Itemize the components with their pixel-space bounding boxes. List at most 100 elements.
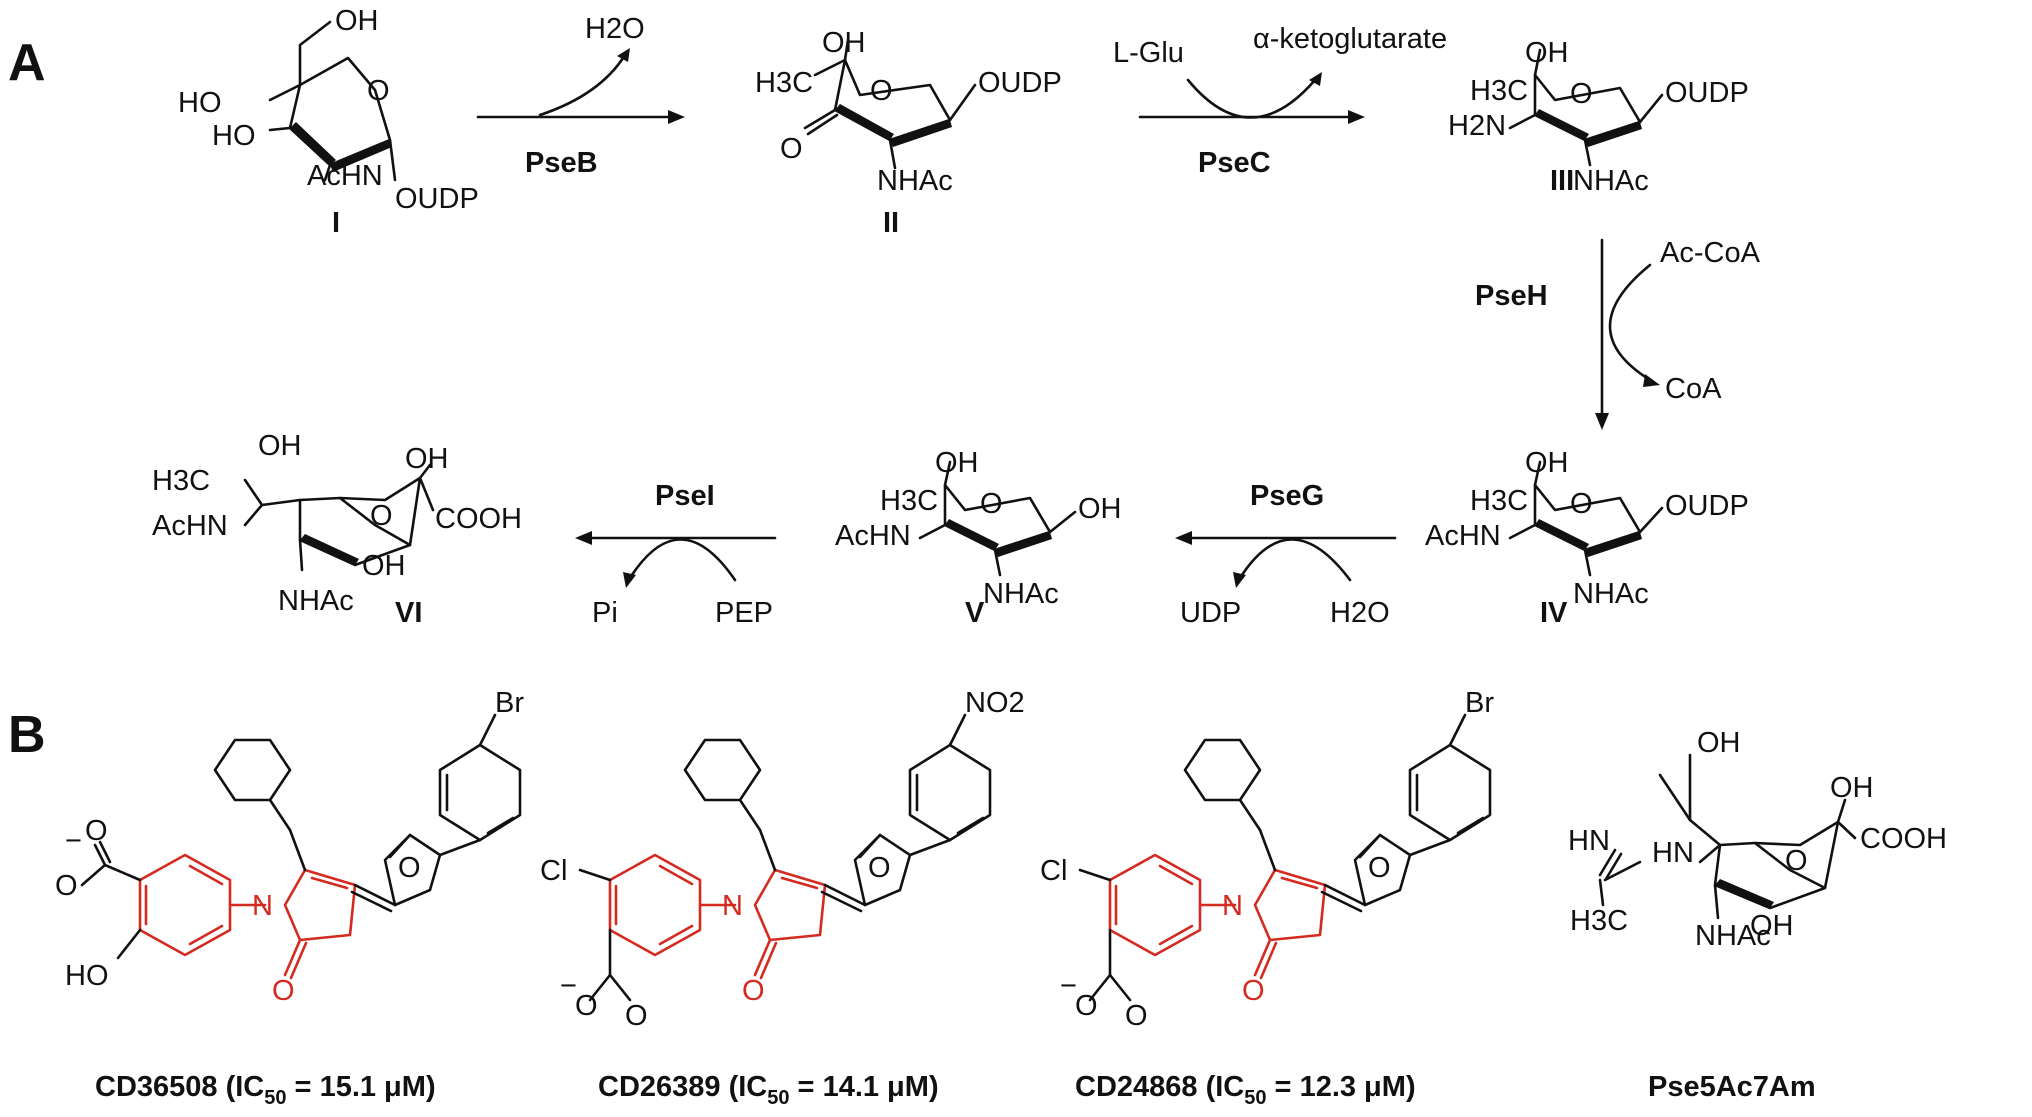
svg-text:NHAc: NHAc [1573,165,1649,197]
svg-text:N: N [722,890,743,922]
compound-cd36508-structure: Br N O O O − O HO [55,687,524,1007]
svg-text:Cl: Cl [540,855,567,887]
enzyme-pseb: PseB [525,147,598,179]
svg-text:O: O [55,870,78,902]
svg-text:H3C: H3C [152,465,210,497]
svg-text:OUDP: OUDP [1665,490,1749,522]
svg-text:O: O [1125,1000,1148,1032]
svg-text:O: O [575,990,598,1022]
svg-text:NHAc: NHAc [877,165,953,197]
svg-text:AcHN: AcHN [1425,520,1501,552]
svg-text:N: N [1222,890,1243,922]
compound-V-structure: H3C AcHN OH O OH NHAc [835,447,1122,610]
svg-text:−: − [65,825,82,857]
reaction-arrow-pseh [1595,238,1660,430]
cofactor-out-pi: Pi [592,597,618,629]
compound-III-structure: H3C H2N OH O NHAc OUDP [1448,37,1749,197]
svg-text:H3C: H3C [755,67,813,99]
enzyme-psec: PseC [1198,147,1271,179]
svg-text:OUDP: OUDP [1665,77,1749,109]
enzyme-psei: PseI [655,480,715,512]
svg-text:NHAc: NHAc [1695,920,1771,952]
svg-text:NHAc: NHAc [278,585,354,617]
svg-text:O: O [272,975,295,1007]
cofactor-out-coa: CoA [1665,373,1722,405]
svg-text:O: O [1242,975,1265,1007]
svg-text:AcHN: AcHN [307,160,383,192]
compound-VI-structure: OH H3C AcHN O OH COOH OH NHAc [152,430,522,617]
svg-text:O: O [85,815,108,847]
svg-text:O: O [1785,845,1808,877]
svg-text:OUDP: OUDP [978,67,1062,99]
compound-IV-structure: H3C AcHN OH O NHAc OUDP [1425,447,1749,610]
panel-b-label: B [8,706,46,764]
svg-text:OH: OH [405,443,449,475]
svg-text:HO: HO [178,87,222,119]
svg-text:H3C: H3C [1570,905,1628,937]
reaction-arrow-pseb [476,48,685,124]
svg-text:NHAc: NHAc [1573,578,1649,610]
svg-text:O: O [398,852,421,884]
svg-text:HN: HN [1652,837,1694,869]
svg-text:OH: OH [1830,772,1874,804]
compound-label-V: V [965,597,985,629]
svg-text:O: O [1368,852,1391,884]
compound-I-structure: OH HO HO O AcHN OUDP [178,5,479,215]
svg-text:COOH: COOH [435,503,522,535]
svg-text:H3C: H3C [1470,485,1528,517]
cofactor-out-akg: α-ketoglutarate [1253,23,1447,55]
svg-text:Br: Br [1465,687,1494,719]
svg-text:O: O [1570,488,1593,520]
svg-text:H3C: H3C [880,485,938,517]
compound-cd24868-structure: Br N O O Cl − O O [1040,687,1494,1032]
svg-text:N: N [252,890,273,922]
svg-text:Cl: Cl [1040,855,1067,887]
svg-text:O: O [980,488,1003,520]
svg-text:O: O [367,75,390,107]
reaction-arrow-psec [1138,72,1365,124]
svg-text:AcHN: AcHN [152,510,228,542]
caption-cd26389: CD26389 (IC50 = 14.1 μM) [598,1071,939,1109]
svg-text:OUDP: OUDP [395,183,479,215]
cofactor-in-ac-coa: Ac-CoA [1660,237,1761,269]
svg-text:COOH: COOH [1860,823,1947,855]
compound-label-VI: VI [395,597,422,629]
svg-text:Br: Br [495,687,524,719]
cofactor-out-udp: UDP [1180,597,1241,629]
compound-cd26389-structure: NO2 N O O Cl − O O [540,687,1025,1032]
svg-text:O: O [370,500,393,532]
svg-text:OH: OH [1750,910,1794,942]
compound-label-III: III [1550,165,1574,197]
svg-text:O: O [1075,990,1098,1022]
svg-text:H3C: H3C [1470,75,1528,107]
svg-text:NHAc: NHAc [983,578,1059,610]
svg-text:OH: OH [1078,493,1122,525]
compound-label-II: II [883,207,899,239]
compound-label-IV: IV [1540,597,1568,629]
enzyme-pseg: PseG [1250,480,1324,512]
svg-text:OH: OH [1697,727,1741,759]
caption-cd24868: CD24868 (IC50 = 12.3 μM) [1075,1071,1416,1109]
cofactor-in-pep: PEP [715,597,773,629]
svg-text:NO2: NO2 [965,687,1025,719]
compound-label-I: I [332,207,340,239]
svg-text:HN: HN [1568,825,1610,857]
svg-text:OH: OH [335,5,379,37]
reaction-arrow-psei [575,531,777,588]
svg-text:OH: OH [362,550,406,582]
cofactor-out-h2o: H2O [585,13,645,45]
svg-text:O: O [625,1000,648,1032]
reaction-arrow-pseg [1175,531,1397,588]
svg-text:OH: OH [935,447,979,479]
svg-text:−: − [560,970,577,1002]
svg-text:OH: OH [258,430,302,462]
enzyme-pseh: PseH [1475,280,1548,312]
svg-text:O: O [780,133,803,165]
svg-text:O: O [870,75,893,107]
caption-cd36508: CD36508 (IC50 = 15.1 μM) [95,1071,436,1109]
cofactor-in-h2o: H2O [1330,597,1390,629]
svg-text:O: O [868,852,891,884]
panel-a-label: A [8,34,46,92]
svg-text:O: O [742,975,765,1007]
